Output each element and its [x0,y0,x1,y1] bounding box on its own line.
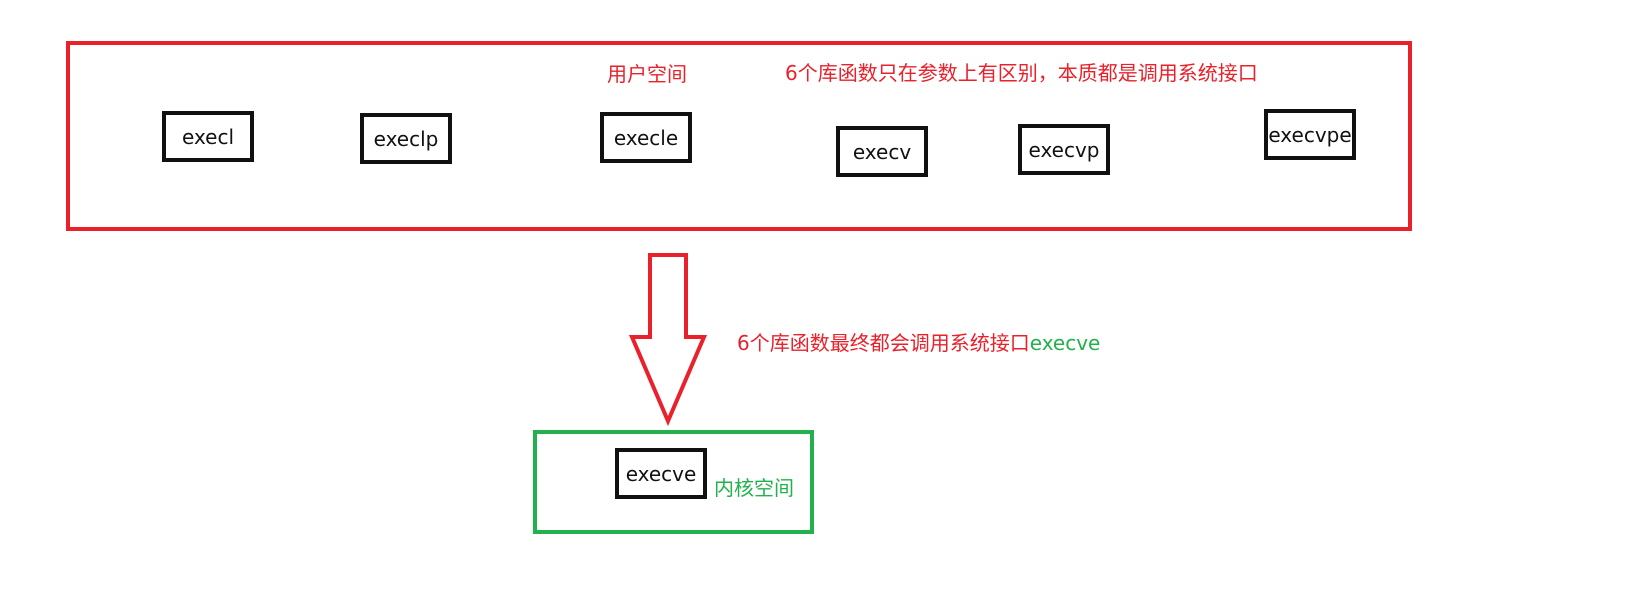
function-box-execle: execle [600,112,692,163]
down-arrow-icon [628,253,708,427]
user-space-note: 6个库函数只在参数上有区别，本质都是调用系统接口 [785,61,1258,85]
function-box-execv: execv [836,126,928,177]
arrow-note-text: 6个库函数最终都会调用系统接口 [737,331,1030,355]
user-space-region [66,41,1412,231]
function-box-execvpe: execvpe [1264,109,1356,160]
kernel-space-label: 内核空间 [714,476,794,500]
arrow-note-function: execve [1029,331,1101,355]
arrow-note: 6个库函数最终都会调用系统接口execve [737,331,1100,355]
function-box-execve: execve [615,448,707,499]
function-box-execlp: execlp [360,113,452,164]
user-space-label: 用户空间 [607,62,687,86]
function-box-execl: execl [162,111,254,162]
kernel-space-region [533,430,814,534]
function-box-execvp: execvp [1018,124,1110,175]
